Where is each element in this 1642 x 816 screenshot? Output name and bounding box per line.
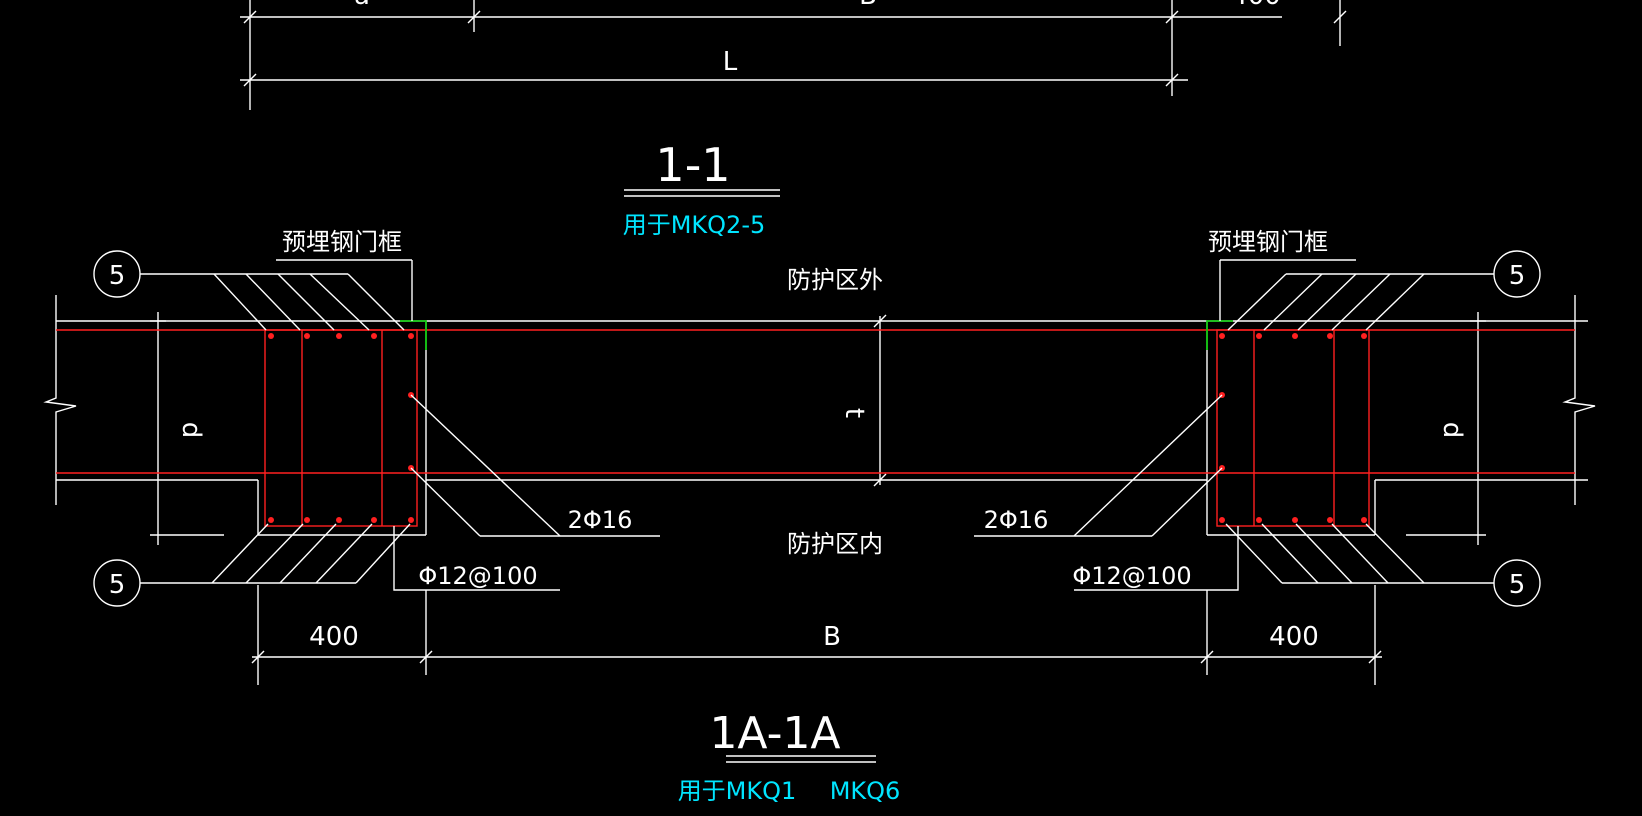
rebar-label-right: 2Φ16 xyxy=(984,506,1049,534)
steel-frame-right xyxy=(1206,320,1233,350)
thickness-label: t xyxy=(839,408,869,418)
section-1a-1a-title-block: 1A-1A 用于MKQ1 MKQ6 xyxy=(678,708,901,805)
rebar-group xyxy=(56,329,1575,527)
dimension-right: 400 xyxy=(1269,622,1319,652)
break-line-right xyxy=(1562,295,1596,505)
wall-section: d d t 防护区外 防护区内 xyxy=(43,266,1596,558)
dimension-middle: B xyxy=(823,622,841,652)
depth-label-right: d xyxy=(1437,422,1467,439)
top-dim-total-text: L xyxy=(723,47,738,77)
leader-group: 5 5 5 5 预埋钢门框 xyxy=(93,228,1541,607)
section-1-1-note: 用于MKQ2-5 xyxy=(623,211,766,239)
section-1-1-title: 1-1 xyxy=(655,138,730,192)
callout-text-top-right: 5 xyxy=(1509,261,1526,291)
embedded-frame-label-left: 预埋钢门框 xyxy=(282,228,402,256)
callout-text-top-left: 5 xyxy=(109,261,126,291)
bottom-dimension-strip: 400 B 400 xyxy=(251,585,1382,685)
top-dim-left-text: a xyxy=(354,0,370,11)
steel-frame-group xyxy=(400,320,1233,350)
stirrup-label-right: Φ12@100 xyxy=(1072,562,1191,590)
stirrup-right xyxy=(1216,329,1370,527)
callout-text-bottom-right: 5 xyxy=(1509,570,1526,600)
stirrup-label-left: Φ12@100 xyxy=(418,562,537,590)
outside-zone-label: 防护区外 xyxy=(787,266,883,294)
dimension-left: 400 xyxy=(309,622,359,652)
top-dim-mid-text: B xyxy=(859,0,877,11)
break-line-left xyxy=(43,295,77,505)
steel-frame-left xyxy=(400,320,427,350)
depth-label-left: d xyxy=(176,422,206,439)
embedded-frame-label-right: 预埋钢门框 xyxy=(1208,228,1328,256)
section-1a-1a-title: 1A-1A xyxy=(709,708,840,759)
inside-zone-label: 防护区内 xyxy=(787,530,883,558)
callout-text-bottom-left: 5 xyxy=(109,570,126,600)
top-dimension-strip: a B 400 L xyxy=(240,0,1347,110)
stirrup-left xyxy=(264,329,418,527)
section-1a-1a-note-1: 用于MKQ1 xyxy=(678,777,797,805)
rebar-label-left: 2Φ16 xyxy=(568,506,633,534)
section-1-1-title-block: 1-1 用于MKQ2-5 xyxy=(623,138,780,239)
section-1a-1a-note-2: MKQ6 xyxy=(830,777,901,805)
top-dim-right-text: 400 xyxy=(1231,0,1281,11)
